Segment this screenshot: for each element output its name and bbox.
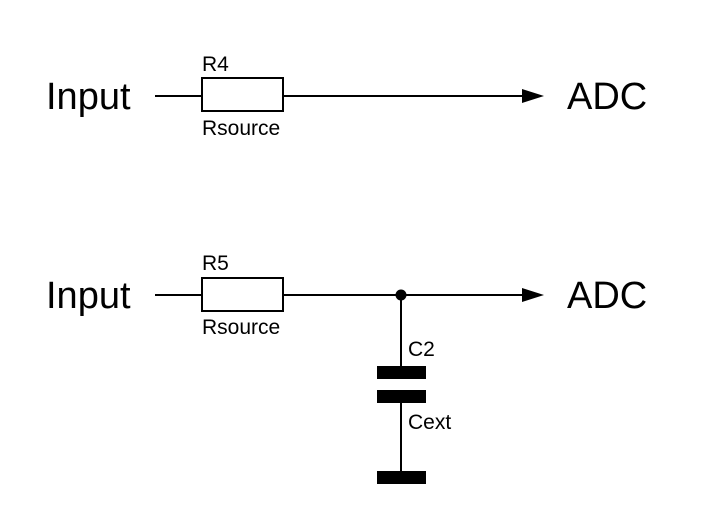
- arrowhead-icon: [522, 89, 544, 103]
- resistor-r5: [201, 277, 284, 312]
- output-label: ADC: [567, 275, 647, 317]
- output-label: ADC: [567, 76, 647, 118]
- circuit-2: Input R5 Rsource ADC C2 Cext: [46, 252, 647, 484]
- circuit-1: Input R4 Rsource ADC: [46, 53, 647, 140]
- capacitor-plate-top: [377, 366, 426, 379]
- capacitor-plate-bottom: [377, 390, 426, 403]
- capacitor-designator: C2: [408, 338, 435, 361]
- ground-plate: [377, 471, 426, 484]
- arrowhead-icon: [522, 288, 544, 302]
- input-label: Input: [46, 76, 131, 118]
- capacitor-value: Cext: [408, 411, 451, 434]
- resistor-value: Rsource: [202, 117, 280, 140]
- resistor-value: Rsource: [202, 316, 280, 339]
- input-label: Input: [46, 275, 131, 317]
- resistor-designator: R4: [202, 53, 229, 76]
- resistor-r4: [201, 77, 284, 112]
- resistor-designator: R5: [202, 252, 229, 275]
